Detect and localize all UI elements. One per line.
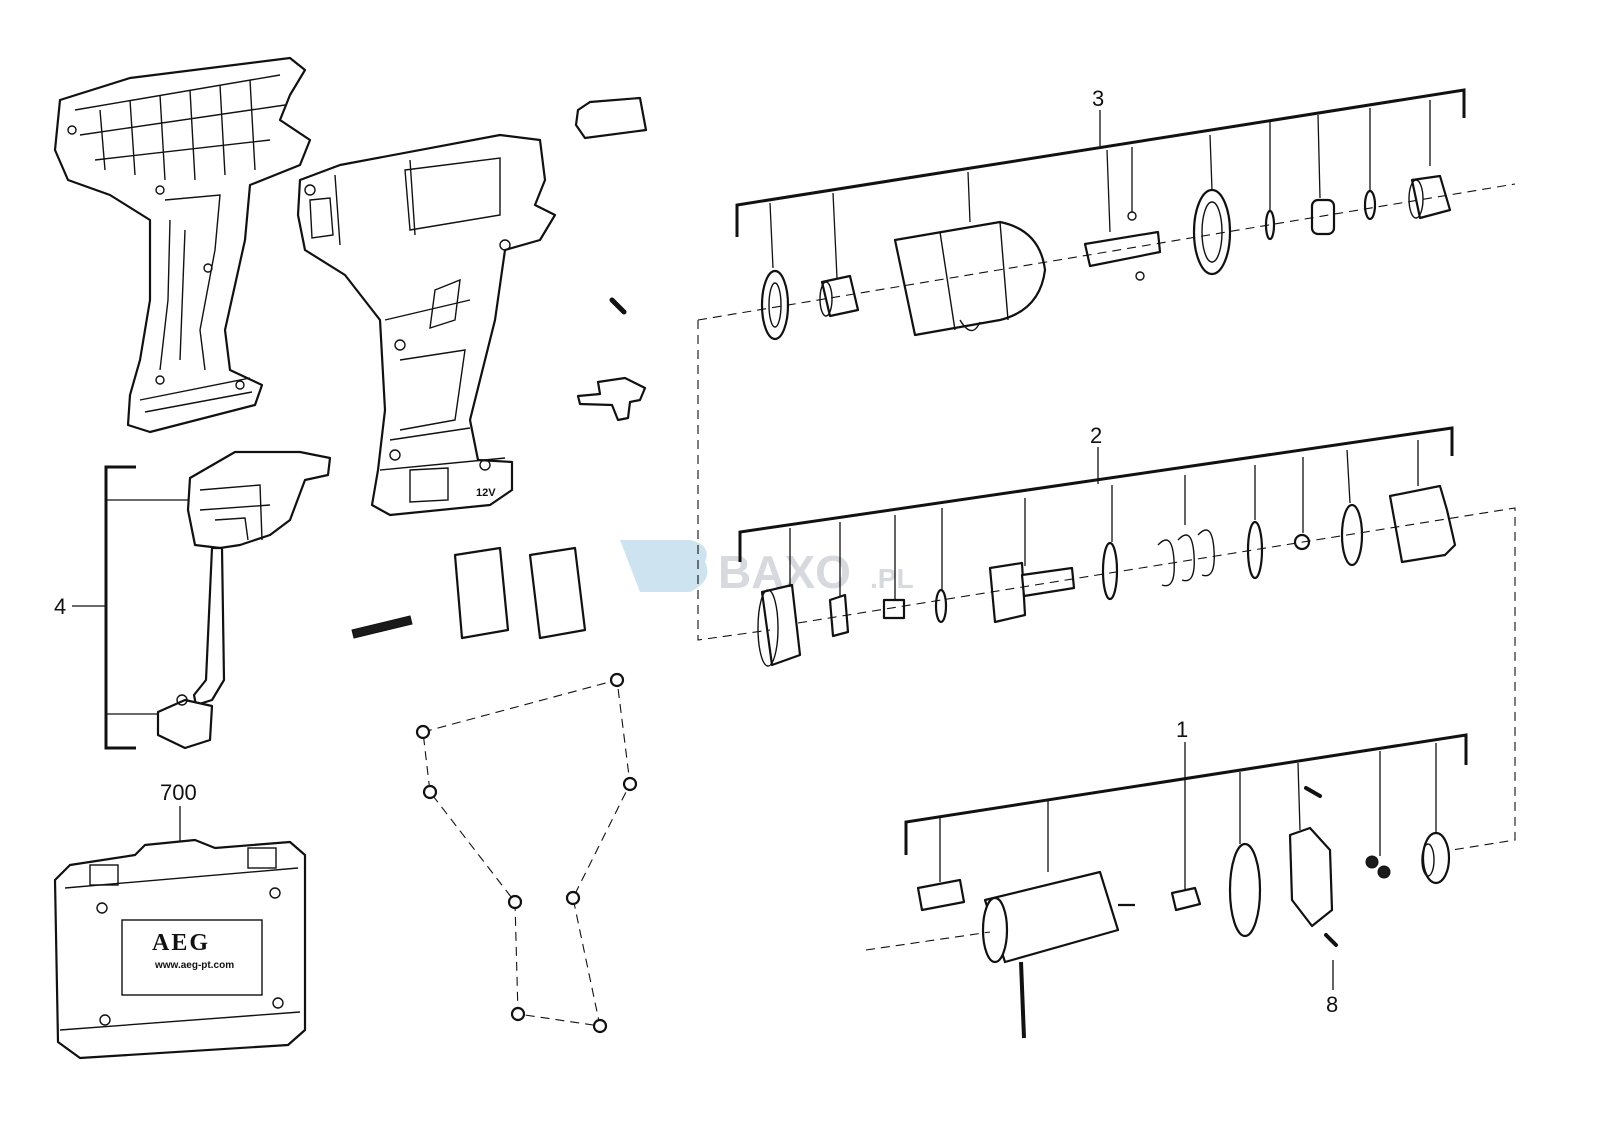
callout-3: 3 — [1092, 86, 1104, 111]
carry-case: AEG www.aeg-pt.com — [53, 838, 307, 1060]
callout-1: 1 — [1176, 717, 1188, 742]
housing-left-half — [53, 56, 312, 434]
case-url-label: www.aeg-pt.com — [154, 960, 234, 971]
callout-700: 700 — [160, 780, 197, 805]
assembly-axis-upper — [697, 183, 1516, 851]
vent-strip — [351, 615, 413, 639]
battery-voltage-badge: 12V — [476, 487, 496, 499]
assembly-axis-lower — [865, 931, 991, 951]
callout-8: 8 — [1326, 992, 1338, 1017]
vent-grille-left — [453, 546, 510, 640]
switch-assembly — [156, 450, 332, 750]
callout-2: 2 — [1090, 423, 1102, 448]
case-brand-label: AEG — [152, 930, 210, 956]
vent-grille-right — [528, 546, 587, 640]
clutch-assembly — [757, 484, 1457, 667]
watermark-logo-icon — [620, 540, 708, 592]
watermark: BAXO .PL — [620, 540, 914, 598]
callout-4: 4 — [54, 594, 66, 619]
callout-brackets — [72, 88, 1468, 990]
small-pin — [609, 297, 627, 315]
gear-assembly — [760, 174, 1452, 341]
housing-right-half: 12V — [296, 133, 557, 517]
label-plate — [574, 96, 648, 140]
motor-assembly — [916, 786, 1451, 1039]
watermark-suffix: .PL — [870, 563, 914, 594]
direction-lever — [576, 376, 647, 422]
screw-set — [415, 672, 638, 1034]
